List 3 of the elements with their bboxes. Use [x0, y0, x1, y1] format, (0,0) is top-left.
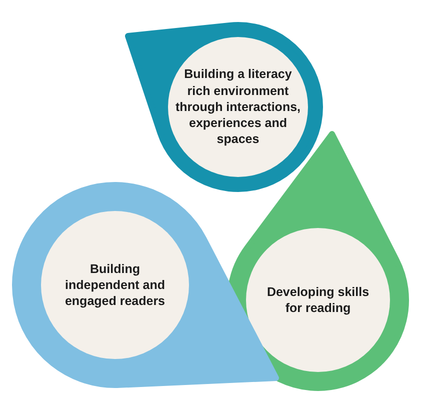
node-text: Building a literacy rich environment through interactions, experiences and spaces — [175, 66, 301, 148]
node-text: Developing skills for reading — [266, 284, 370, 316]
node-text: Building independent and engaged readers — [64, 260, 166, 310]
